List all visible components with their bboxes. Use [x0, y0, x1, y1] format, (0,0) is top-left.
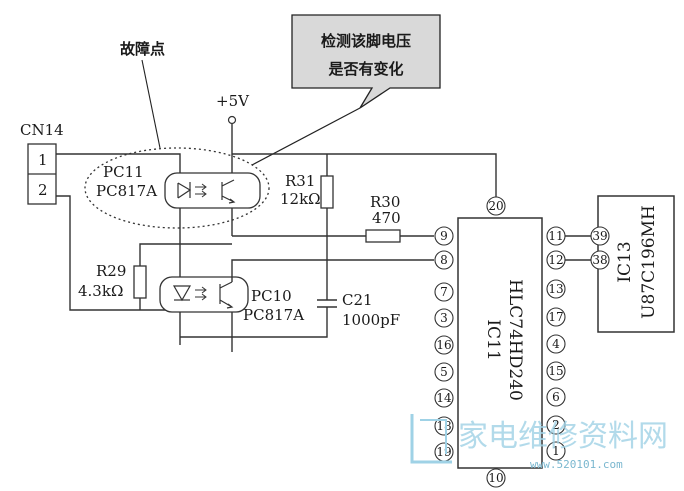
ic11-left-pin-label: 7	[440, 285, 448, 299]
ic11-left-pin	[434, 362, 454, 382]
pc11-name: PC11	[103, 163, 144, 181]
ic13-pin-38	[590, 250, 610, 270]
pc10-optocoupler: PC10 PC817A	[159, 276, 304, 324]
fault-ellipse	[84, 147, 270, 229]
ic11-pin-top	[486, 196, 506, 216]
pc10-to-pin8-wire	[231, 259, 434, 282]
ic11-right-pin-label: 4	[552, 337, 560, 351]
ic11-right-pin-label: 12	[548, 253, 563, 267]
ic11-right-pin-label: 17	[548, 310, 563, 324]
pc10-body	[159, 276, 249, 313]
ic11-right-pin	[546, 334, 566, 354]
pc10-light-arrows	[195, 286, 207, 301]
r31-resistor	[320, 175, 334, 209]
plus5v-label: +5V	[216, 92, 250, 110]
ic11-left-pin-label: 14	[436, 391, 452, 405]
plus5v-terminal	[227, 115, 237, 125]
pc10-phototransistor	[219, 281, 234, 309]
ic11-left-pin	[434, 416, 454, 436]
c21-value: 1000pF	[342, 311, 400, 329]
ic11-left-pin	[434, 335, 454, 355]
fault-point-label: 故障点	[120, 40, 165, 58]
ic11-right-pin-label: 15	[548, 364, 563, 378]
ic11-right-pin	[546, 361, 566, 381]
ic11-right-pins: 11 12 13 17 4 15 6 2 1	[546, 226, 566, 461]
fault-point-leader	[141, 59, 161, 149]
r29-value: 4.3kΩ	[78, 282, 123, 300]
pc11-optocoupler: PC11 PC817A	[84, 147, 270, 229]
ic11-name: IC11	[483, 319, 503, 360]
r31-name: R31	[285, 172, 315, 190]
r29-resistor	[133, 265, 147, 299]
cn14-label: CN14	[20, 121, 64, 139]
ic11-right-pin	[546, 307, 566, 327]
callout-box	[291, 14, 441, 109]
watermark-text: 家电维修资料网	[458, 419, 668, 454]
ic11-left-pin-label: 9	[440, 229, 448, 243]
cn14-pin2: 2	[38, 181, 48, 199]
callout-line1: 检测该脚电压	[321, 32, 411, 50]
pc11-phototransistor	[221, 179, 236, 204]
pc11-light-arrows	[195, 183, 207, 198]
ic11-right-pin-label: 11	[548, 229, 563, 243]
ic11-right-pin-label: 13	[548, 282, 563, 296]
ic11-left-pin-label: 18	[436, 419, 451, 433]
ic11-right-pin	[546, 415, 566, 435]
ic11-left-pin-label: 3	[440, 311, 448, 325]
ic11-pin-top-label: 20	[488, 199, 503, 213]
c21-ground-wire	[180, 307, 328, 338]
ic13-part: U87C196MH	[639, 205, 659, 319]
ic11-left-pin	[434, 226, 454, 246]
pc11-body	[164, 172, 261, 209]
r29-name: R29	[96, 262, 126, 280]
callout: 检测该脚电压 是否有变化	[251, 14, 441, 166]
callout-pointer	[251, 107, 361, 166]
r31-value: 12kΩ	[280, 190, 321, 208]
ic11-right-pin	[546, 387, 566, 407]
ic13-pin-38-label: 38	[592, 253, 607, 267]
ic13-name: IC13	[615, 241, 635, 282]
r30-value: 470	[372, 209, 401, 227]
pc11-to-pin20-wire	[232, 153, 497, 198]
watermark: 家电维修资料网 www.520101.com	[410, 414, 668, 471]
cn14-pin2-wire	[56, 195, 232, 311]
ic11-right-pin	[546, 441, 566, 461]
watermark-url: www.520101.com	[530, 458, 623, 471]
callout-line2: 是否有变化	[327, 60, 403, 78]
ic13-pin-39-label: 39	[592, 229, 607, 243]
ic11-right-pin-label: 1	[552, 444, 560, 458]
ic11-right-pin	[546, 279, 566, 299]
ic11-pin-bottom	[486, 468, 506, 488]
r30-resistor	[365, 229, 401, 243]
ic11-pin-bottom-label: 10	[488, 471, 503, 485]
c21-name: C21	[342, 291, 373, 309]
r30-name: R30	[370, 193, 400, 211]
ic11-left-pin	[434, 388, 454, 408]
pc10-type: PC817A	[243, 306, 304, 324]
pc11-type: PC817A	[96, 182, 157, 200]
ic11-body	[457, 217, 543, 469]
ic11-left-pin	[434, 282, 454, 302]
pc10-name: PC10	[251, 287, 292, 305]
ic11-left-pin-label: 19	[436, 445, 451, 459]
ic13-body	[597, 195, 675, 333]
ic13-pin-39	[590, 226, 610, 246]
ic11-left-pin-label: 16	[436, 338, 451, 352]
ic11-right-pin-label: 2	[552, 418, 560, 432]
ic11-left-pin-label: 5	[440, 365, 448, 379]
ic11-right-pin-label: 6	[552, 390, 560, 404]
cn14-pin1: 1	[38, 151, 48, 169]
ic11-left-pin-label: 8	[440, 253, 448, 267]
watermark-logo-inner	[420, 419, 447, 454]
pc10-led	[172, 285, 192, 302]
watermark-logo	[410, 414, 452, 464]
ic11-part: HLC74HD240	[505, 279, 525, 401]
ic11-left-pins: 9 8 7 3 16 5 14 18 19	[434, 226, 454, 462]
ic11-left-pin	[434, 308, 454, 328]
ic11-left-pin	[434, 250, 454, 270]
